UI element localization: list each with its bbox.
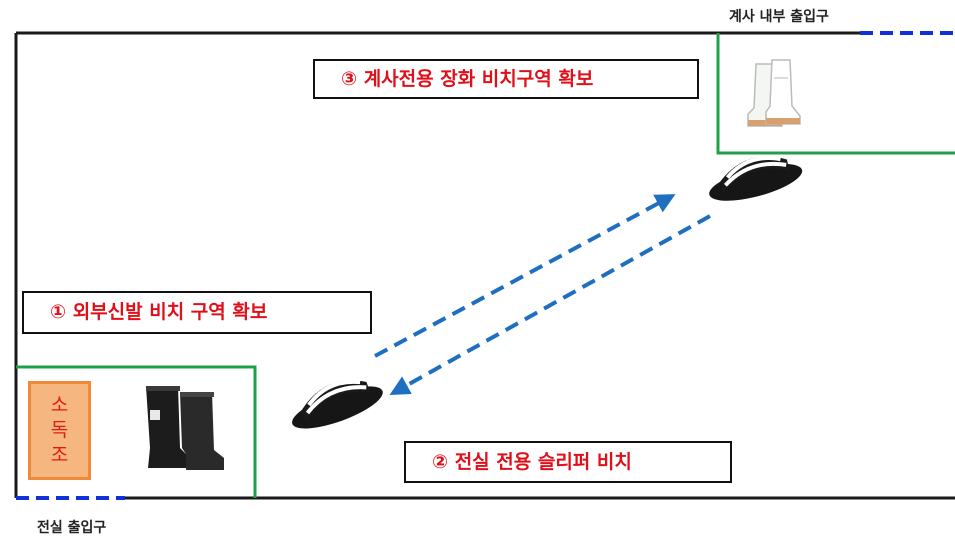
- foot-bath-char-3: 조: [50, 443, 69, 466]
- slipper-upper-icon: [709, 156, 803, 201]
- foot-bath-char-2: 독: [50, 419, 69, 442]
- boot-zone-border: [716, 33, 955, 155]
- slipper-lower-icon: [292, 379, 383, 429]
- white-boots-icon: [747, 59, 801, 127]
- arrow-to-inner: [374, 194, 676, 358]
- foot-bath-box: 소 독 조: [28, 381, 91, 480]
- outer-shoe-zone-border: [16, 365, 257, 498]
- zone1-label: ① 외부신발 비치 구역 확보: [22, 291, 372, 334]
- zone2-label: ② 전실 전용 슬리퍼 비치: [404, 441, 732, 483]
- zone2-label-text: ② 전실 전용 슬리퍼 비치: [432, 450, 632, 473]
- arrow-to-anteroom: [389, 214, 711, 395]
- zone3-label: ③ 계사전용 장화 비치구역 확보: [313, 59, 699, 99]
- inner-entrance-label: 계사 내부 출입구: [729, 9, 829, 25]
- zone3-label-text: ③ 계사전용 장화 비치구역 확보: [341, 67, 594, 90]
- foot-bath-char-1: 소: [50, 394, 69, 417]
- black-boots-icon: [146, 386, 224, 470]
- zone1-label-text: ① 외부신발 비치 구역 확보: [50, 301, 268, 323]
- anteroom-entrance-label: 전실 출입구: [37, 520, 107, 536]
